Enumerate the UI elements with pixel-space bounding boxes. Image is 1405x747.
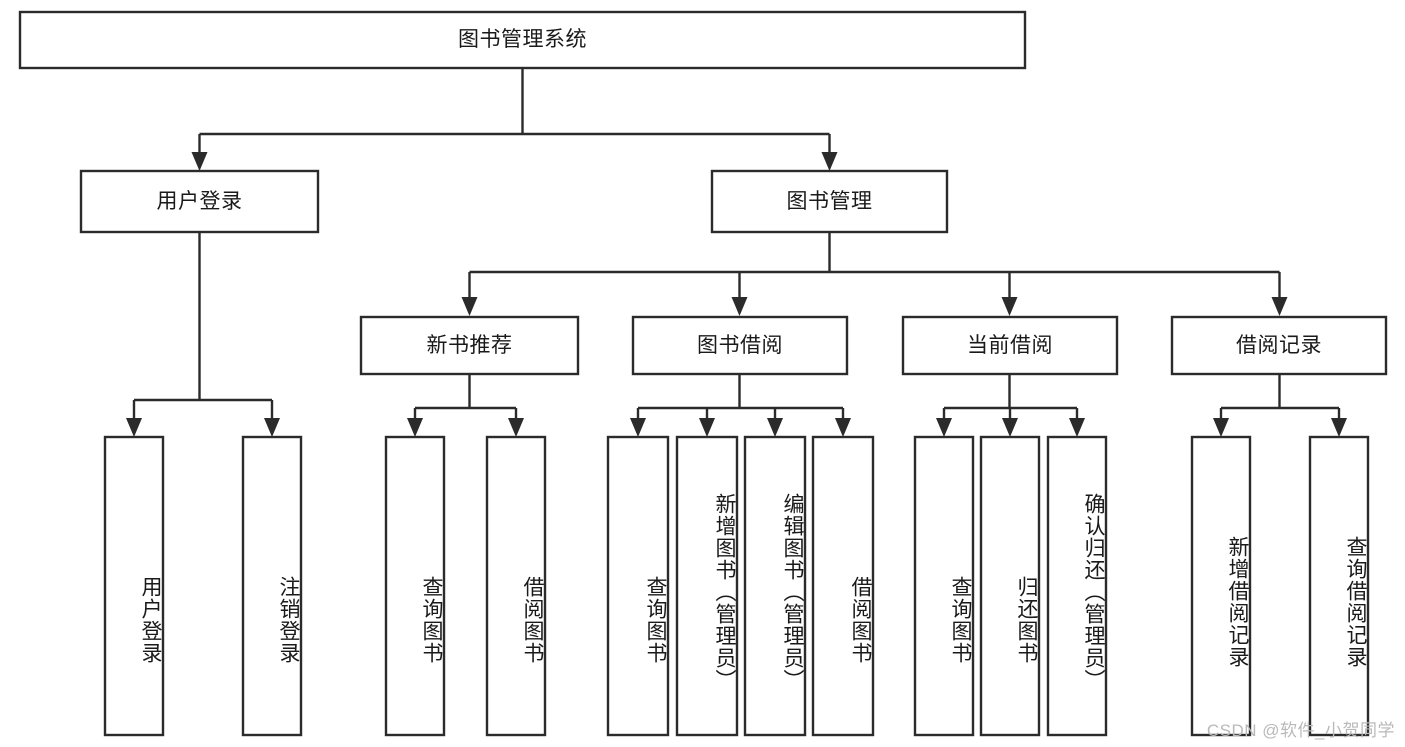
node-box-leaf-query-book-rec[interactable]	[384, 435, 446, 737]
node-box-leaf-return-book[interactable]	[979, 435, 1041, 737]
node-box-leaf-query-record[interactable]	[1308, 435, 1370, 737]
connector-bookmgmt-to-level3	[461, 232, 1288, 316]
connector-root-to-level2	[191, 68, 838, 171]
connector-borrowrecord-to-leaves	[1213, 374, 1347, 437]
node-box-leaf-logout[interactable]	[241, 435, 303, 737]
node-box-leaf-add-book[interactable]	[675, 435, 739, 737]
node-box-current-borrow[interactable]	[901, 315, 1119, 376]
node-box-root[interactable]	[18, 10, 1027, 70]
node-box-leaf-query-book-borrow[interactable]	[606, 435, 670, 737]
connector-currentborrow-to-leaves	[936, 374, 1085, 437]
node-box-leaf-add-record[interactable]	[1190, 435, 1252, 737]
node-box-leaf-borrow-book-rec[interactable]	[485, 435, 547, 737]
node-box-leaf-borrow-book[interactable]	[811, 435, 875, 737]
node-box-leaf-edit-book[interactable]	[743, 435, 807, 737]
node-box-book-borrow[interactable]	[631, 315, 849, 376]
connector-bookborrow-to-leaves	[630, 374, 851, 437]
connector-userlogin-to-leaves	[126, 232, 280, 437]
node-box-leaf-user-login[interactable]	[103, 435, 165, 737]
connector-newbook-to-leaves	[407, 374, 524, 437]
node-box-leaf-confirm-return[interactable]	[1046, 435, 1108, 737]
node-box-book-management[interactable]	[710, 169, 949, 234]
node-box-new-book-recommend[interactable]	[359, 315, 580, 376]
node-box-user-login[interactable]	[79, 169, 320, 234]
node-box-borrow-record[interactable]	[1170, 315, 1388, 376]
node-box-leaf-query-book-current[interactable]	[913, 435, 975, 737]
